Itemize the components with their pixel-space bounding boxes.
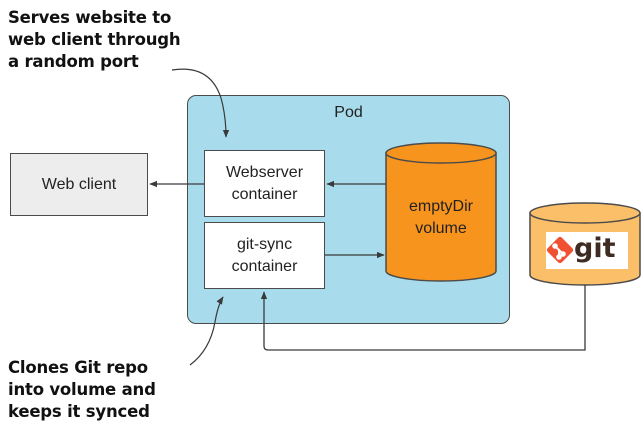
git-logo-icon	[546, 232, 628, 269]
callout-clones-git-repo: Clones Git repo into volume and keeps it…	[8, 357, 156, 423]
gitsync-label-line1: git-sync	[236, 235, 293, 253]
callout-line: Serves website to	[8, 8, 172, 27]
webserver-label-line1: Webserver	[225, 163, 304, 181]
pod-title: Pod	[334, 104, 363, 121]
callout-line: into volume and	[8, 380, 156, 399]
emptydir-volume-label: emptyDir volume	[386, 196, 496, 240]
volume-label-line1: emptyDir	[408, 198, 473, 215]
volume-label-line2: volume	[415, 220, 467, 237]
webserver-container-box: Webserver container	[204, 150, 325, 217]
callout-connector-top	[171, 68, 230, 138]
web-client-box: Web client	[10, 153, 148, 216]
callout-line: keeps it synced	[8, 402, 150, 421]
webserver-label-line2: container	[231, 185, 298, 203]
web-client-label: Web client	[41, 175, 117, 193]
callout-line: web client through	[8, 30, 181, 49]
arrow-git-to-gitsync	[260, 285, 586, 351]
callout-line: a random port	[8, 52, 139, 71]
callout-serves-website: Serves website to web client through a r…	[8, 7, 181, 73]
git-logo-text: git	[574, 233, 616, 264]
callout-line: Clones Git repo	[8, 358, 148, 377]
emptydir-volume-cylinder	[385, 142, 497, 282]
gitsync-container-box: git-sync container	[204, 222, 325, 289]
callout-connector-bottom	[189, 296, 224, 366]
gitsync-label-line2: container	[231, 257, 298, 275]
